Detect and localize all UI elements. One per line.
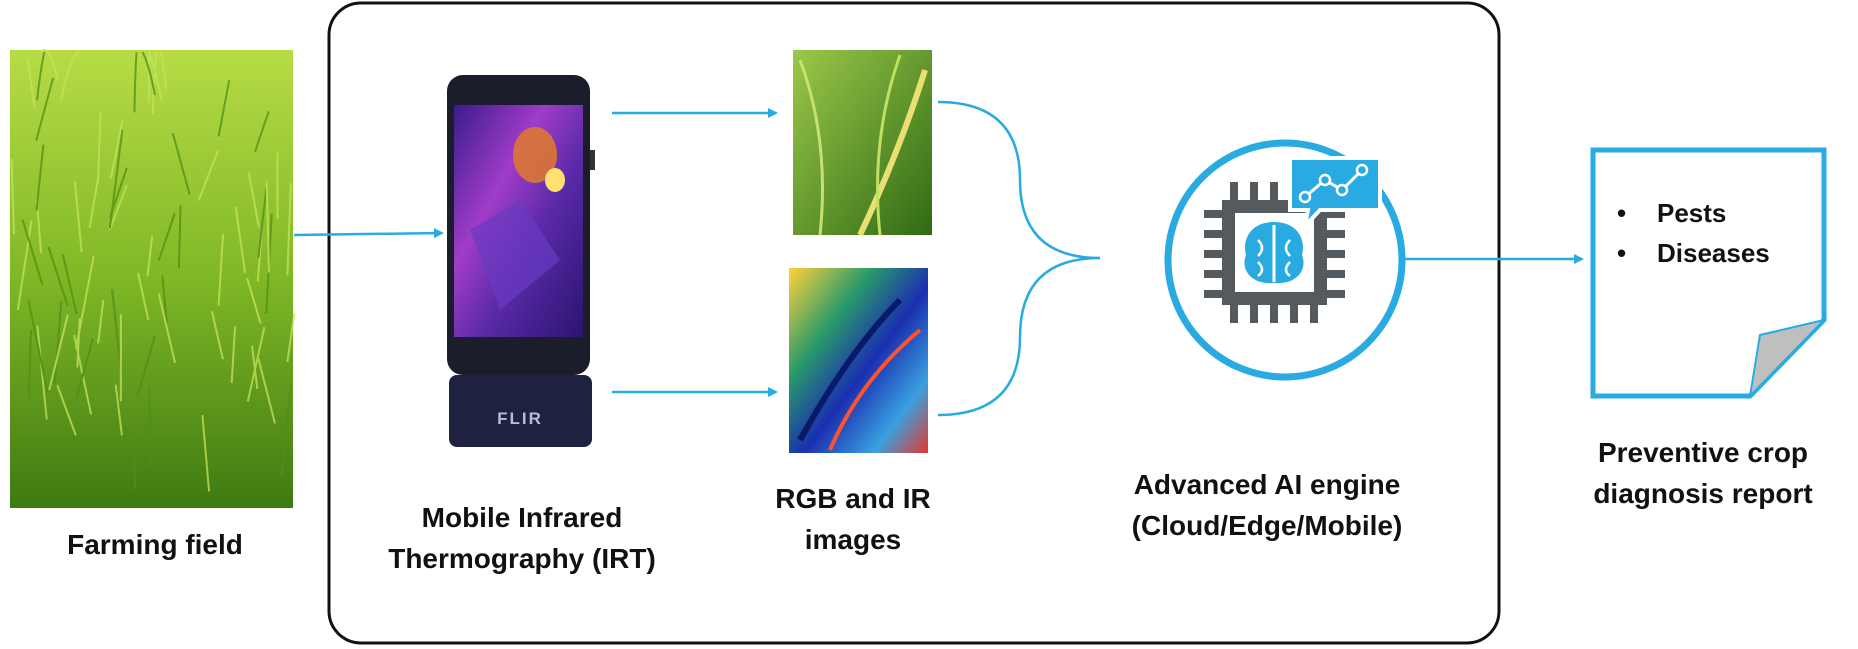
grass-blade (151, 51, 158, 114)
rgb-leaf-image (793, 50, 932, 237)
report-document-icon (1590, 147, 1828, 399)
label-report-line2: diagnosis report (1593, 478, 1812, 509)
grass-blade (35, 144, 45, 211)
grass-blade (147, 51, 164, 103)
grass-blade (157, 212, 176, 261)
grass-blade (217, 233, 225, 306)
flir-brand-text: FLIR (497, 409, 543, 428)
grass-blade (21, 219, 44, 285)
grass-blade (159, 51, 168, 91)
grass-blade (136, 335, 156, 397)
grass-blade (61, 254, 78, 315)
grass-blade (157, 293, 177, 364)
grass-blade (10, 158, 15, 235)
infrared-heatmap-image (789, 268, 928, 453)
grass-blade (27, 300, 49, 392)
label-ai-line1: Advanced AI engine (1134, 469, 1401, 500)
ai-chip-brain-icon (1164, 139, 1406, 381)
label-irt-line2: Thermography (IRT) (388, 543, 656, 574)
grass-blade (201, 414, 211, 492)
label-images-line1: RGB and IR (775, 483, 931, 514)
grass-blade (286, 312, 296, 363)
grass-blade (26, 57, 37, 110)
report-item-pests: Pests (1657, 198, 1726, 228)
grass-blade (257, 187, 268, 259)
grass-blade (35, 77, 55, 141)
grass-blade (197, 149, 220, 201)
grass-blade (76, 318, 81, 368)
grass-blade (36, 325, 48, 420)
grass-blade (60, 51, 81, 102)
grass-blade (265, 180, 271, 273)
grass-blade (210, 311, 224, 360)
merge-curve-bottom (937, 256, 1101, 417)
grass-blade (16, 219, 33, 311)
grass-blade (254, 111, 270, 152)
grass-blade (53, 300, 63, 383)
grass-blade (148, 387, 152, 468)
grass-blade (234, 206, 247, 274)
report-items: • Pests • Diseases (1617, 198, 1770, 268)
grass-blade (74, 255, 95, 349)
grass-blade (27, 329, 32, 398)
grass-blade (108, 129, 124, 229)
label-irt-line1: Mobile Infrared (422, 502, 623, 533)
grass-blade (177, 205, 182, 269)
grass-blade (75, 338, 94, 397)
report-item-diseases: Diseases (1657, 238, 1770, 268)
label-images-line2: images (805, 524, 902, 555)
grass-blade (137, 272, 150, 321)
grass-blade (96, 112, 102, 184)
merge-curve-top (937, 100, 1101, 260)
label-report-line1: Preventive crop (1598, 437, 1808, 468)
grass-blade (230, 326, 237, 383)
farming-field-image (10, 48, 296, 508)
grass-blade (108, 184, 128, 231)
grass-blade (246, 277, 262, 324)
grass-blade (171, 132, 191, 195)
label-farming-field: Farming field (67, 529, 243, 560)
grass-blade (131, 437, 137, 490)
grass-blade (48, 314, 69, 391)
grass-blade (73, 181, 83, 253)
grass-blade (146, 235, 154, 277)
grass-blade (246, 327, 266, 402)
grass-blade (109, 120, 124, 179)
system-frame (327, 1, 1501, 645)
grass-blade (141, 51, 156, 96)
grass-blade (247, 172, 260, 228)
grass-blade (114, 384, 123, 436)
grass-blade (40, 48, 59, 81)
grass-blade (47, 246, 69, 307)
bullet-dot: • (1617, 238, 1626, 268)
grass-blade (257, 358, 276, 424)
bullet-dot: • (1617, 198, 1626, 228)
grass-blade (97, 299, 105, 344)
grass-blade (286, 182, 292, 276)
grass-blade (56, 385, 77, 436)
grass-blade (36, 51, 46, 101)
flir-phone-icon: FLIR (447, 75, 595, 447)
grass-blade (280, 384, 293, 477)
arrow-field-to-device (293, 228, 444, 239)
grass-blade (133, 51, 138, 113)
grass-blade (161, 275, 168, 323)
grass-blade (217, 80, 231, 137)
label-ai-line2: (Cloud/Edge/Mobile) (1132, 510, 1403, 541)
